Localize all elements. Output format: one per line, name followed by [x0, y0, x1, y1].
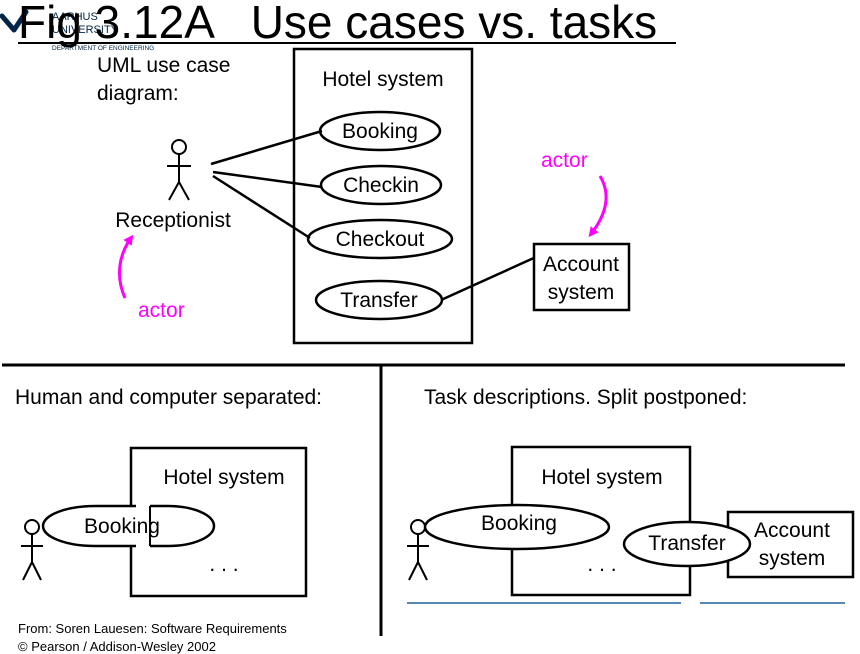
- bl-hotel-system-label: Hotel system: [163, 466, 284, 489]
- logo-mark-icon: [0, 9, 29, 33]
- actor-note-left: actor: [138, 299, 185, 322]
- bl-ellipsis: . . .: [209, 553, 238, 576]
- use-case-checkout-label: Checkout: [336, 228, 425, 251]
- bottom-right-heading: Task descriptions. Split postponed:: [424, 386, 747, 409]
- hotel-system-box: [292, 47, 474, 345]
- logo-line2: UNIVERSITY: [52, 24, 119, 36]
- account-system-line1: Account: [543, 253, 619, 276]
- br-hotel-system-label: Hotel system: [541, 466, 662, 489]
- use-case-transfer-label: Transfer: [340, 289, 417, 312]
- uml-caption-line1: UML use case: [97, 54, 230, 77]
- logo-line3: DEPARTMENT OF ENGINEERING: [52, 45, 154, 52]
- university-logo: AARHUS UNIVERSITY DEPARTMENT OF ENGINEER…: [0, 9, 154, 52]
- associations: [210, 129, 537, 302]
- account-system-box: [532, 242, 631, 312]
- footer-line2: © Pearson / Addison-Wesley 2002: [18, 639, 216, 654]
- bl-actor-icon: [21, 519, 43, 581]
- receptionist-label: Receptionist: [115, 209, 231, 232]
- br-booking-label: Booking: [481, 512, 557, 535]
- footer-line1: From: Soren Lauesen: Software Requiremen…: [18, 621, 287, 636]
- logo-line1: AARHUS: [52, 11, 98, 23]
- br-ellipsis: . . .: [587, 553, 616, 576]
- bl-booking-label: Booking: [84, 515, 160, 538]
- use-case-checkin: [319, 164, 443, 206]
- br-actor-icon: [407, 519, 429, 581]
- bl-booking-right-half: [150, 504, 216, 548]
- br-transfer-ellipse: [622, 520, 752, 568]
- hotel-system-label: Hotel system: [322, 68, 443, 91]
- actor-note-right: actor: [541, 149, 588, 172]
- br-account-system-line1: Account: [754, 519, 830, 542]
- receptionist-actor-icon: [167, 139, 191, 201]
- use-case-checkout: [306, 218, 454, 260]
- bottom-left-heading: Human and computer separated:: [15, 386, 322, 409]
- bl-booking-left-half: [41, 504, 136, 548]
- actor-note-left-arrow: [118, 234, 134, 299]
- use-case-checkin-label: Checkin: [343, 174, 419, 197]
- account-system-line2: system: [548, 281, 615, 304]
- slide-title: Fig 3.12A Use cases vs. tasks: [18, 0, 657, 48]
- br-transfer-label: Transfer: [648, 532, 725, 555]
- br-account-system-line2: system: [759, 547, 826, 570]
- actor-note-right-arrow: [588, 175, 608, 238]
- uml-caption-line2: diagram:: [97, 82, 179, 105]
- use-case-booking-label: Booking: [342, 120, 418, 143]
